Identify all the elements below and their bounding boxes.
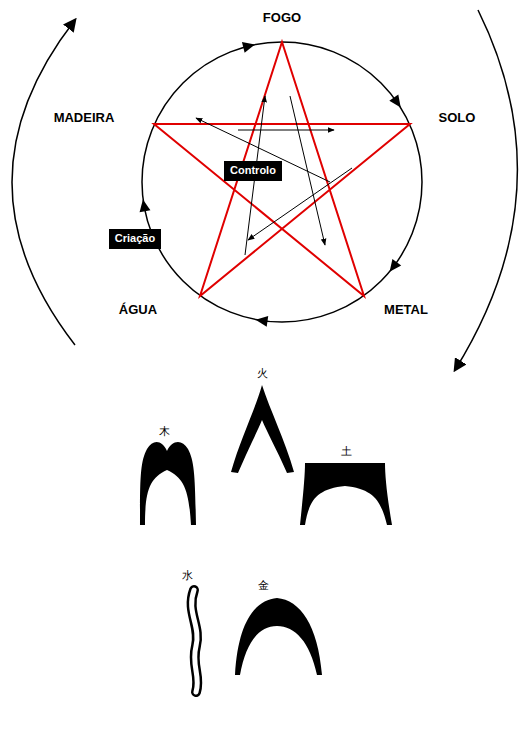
moustache-shapes [140,385,392,675]
creation-arrowheads [137,39,405,327]
character-label: 水 [182,570,193,582]
wood-shape [140,442,196,525]
creation-circle [142,42,422,322]
creation-arrowhead [255,314,268,327]
water-shape-inner [192,590,198,692]
control-arrow [290,96,325,245]
creation-arrowhead [137,198,150,212]
character-label: 火 [257,368,268,380]
character-label: 土 [341,446,352,458]
character-label: 木 [159,426,170,438]
fire-shape [231,385,294,473]
box-text: Criação [115,232,155,244]
earth-shape [300,463,392,525]
outer-cycle-arrow [455,10,517,370]
character-label: 金 [258,580,269,592]
label-box: Controlo [224,161,282,180]
element-label: SOLO [439,111,476,125]
control-star [154,42,410,296]
element-label: MADEIRA [54,111,115,125]
metal-shape [235,598,322,675]
element-label: METAL [384,303,428,317]
water-shape [192,590,198,692]
creation-arrowhead [389,94,405,110]
control-arrows [196,96,352,255]
control-arrow [196,118,330,182]
box-text: Controlo [230,164,276,176]
element-label: FOGO [263,11,301,25]
outer-cycle-arrow [12,20,75,345]
element-label: ÁGUA [119,303,157,317]
creation-arrowhead [242,39,256,53]
control-arrow [238,130,334,131]
creation-arrowhead [385,259,401,275]
label-box: Criação [109,229,161,248]
